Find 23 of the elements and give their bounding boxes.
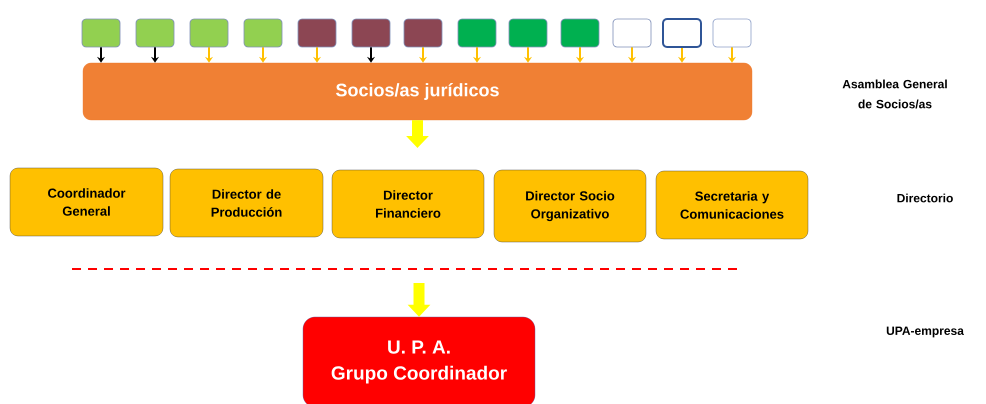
member-box — [404, 18, 442, 48]
member-box — [82, 18, 120, 48]
member-box — [612, 18, 652, 48]
level-label: Asamblea General de Socios/as — [842, 80, 947, 108]
member-box — [560, 18, 600, 48]
member-box — [352, 18, 390, 48]
member-box — [712, 18, 752, 48]
member-box — [298, 18, 336, 48]
assembly-bar: Socios/as jurídicos — [82, 62, 752, 120]
member-box — [508, 18, 548, 48]
director-box: Director Socio Organizativo — [494, 170, 646, 242]
director-box: Director Financiero — [332, 170, 484, 238]
director-box: Secretaria y Comunicaciones — [656, 170, 808, 240]
member-box — [244, 18, 282, 48]
group-box: U. P. A. Grupo Coordinador — [302, 316, 536, 404]
member-box — [662, 18, 702, 48]
member-box — [190, 18, 228, 48]
level-label: Directorio — [897, 194, 953, 202]
director-box: Director de Producción — [170, 168, 324, 238]
member-box — [458, 18, 496, 48]
director-box: Coordinador General — [10, 168, 164, 236]
member-box — [136, 18, 174, 48]
level-label: UPA-empresa — [886, 326, 964, 338]
